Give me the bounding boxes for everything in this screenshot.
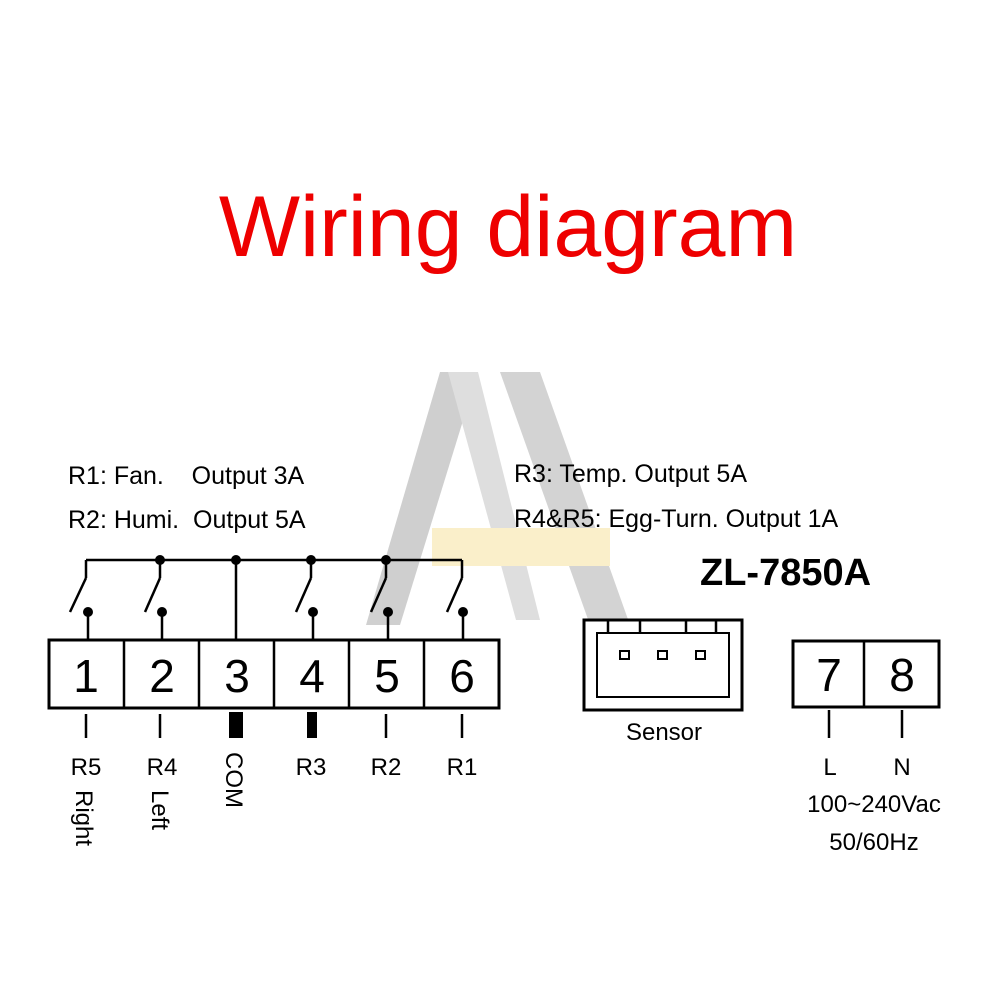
note-r3: R3: Temp. Output 5A <box>514 460 747 488</box>
terminal-8: 8 <box>889 649 915 701</box>
terminal-7-label: L <box>823 754 836 781</box>
relay-switch-1 <box>68 577 93 640</box>
watermark-logo <box>366 372 630 625</box>
sensor-pin-1 <box>619 650 630 660</box>
page-title: Wiring diagram <box>219 179 797 275</box>
sensor-pin-3 <box>695 650 706 660</box>
power-voltage: 100~240Vac <box>807 791 941 818</box>
terminal-1: 1 <box>73 650 99 702</box>
note-r1: R1: Fan. Output 3A <box>68 462 305 490</box>
relay-switch-5 <box>369 555 393 640</box>
terminal-4-label: R3 <box>296 754 327 781</box>
terminal-3: 3 <box>224 650 250 702</box>
terminal-1-sublabel: Right <box>70 790 97 846</box>
sensor-connector <box>582 618 744 712</box>
model-number: ZL-7850A <box>700 552 871 594</box>
terminal-1-label: R5 <box>71 754 102 781</box>
terminal-8-label: N <box>893 754 910 781</box>
sensor-pin-2 <box>657 650 668 660</box>
relay-switch-2 <box>143 555 167 640</box>
relay-switch-6 <box>445 577 468 640</box>
terminal-5-label: R2 <box>371 754 402 781</box>
terminal-6-label: R1 <box>447 754 478 781</box>
terminal-2-sublabel: Left <box>146 790 173 830</box>
terminal-7: 7 <box>816 649 842 701</box>
terminal-leads <box>84 712 464 738</box>
relay-com <box>231 555 241 640</box>
terminal-3-label: COM <box>220 752 247 808</box>
terminal-2: 2 <box>149 650 175 702</box>
power-frequency: 50/60Hz <box>829 829 918 856</box>
note-r2: R2: Humi. Output 5A <box>68 506 306 534</box>
sensor-label: Sensor <box>626 719 702 746</box>
relay-switch-4 <box>294 555 318 640</box>
note-r4-r5: R4&R5: Egg-Turn. Output 1A <box>514 505 839 533</box>
terminal-4: 4 <box>299 650 325 702</box>
terminal-2-label: R4 <box>147 754 178 781</box>
terminal-5: 5 <box>374 650 400 702</box>
relay-wiring <box>68 555 468 640</box>
power-terminal-block: 7 8 <box>791 639 941 738</box>
terminal-6: 6 <box>449 650 475 702</box>
relay-terminal-block: 1 2 3 4 5 6 <box>47 638 501 710</box>
